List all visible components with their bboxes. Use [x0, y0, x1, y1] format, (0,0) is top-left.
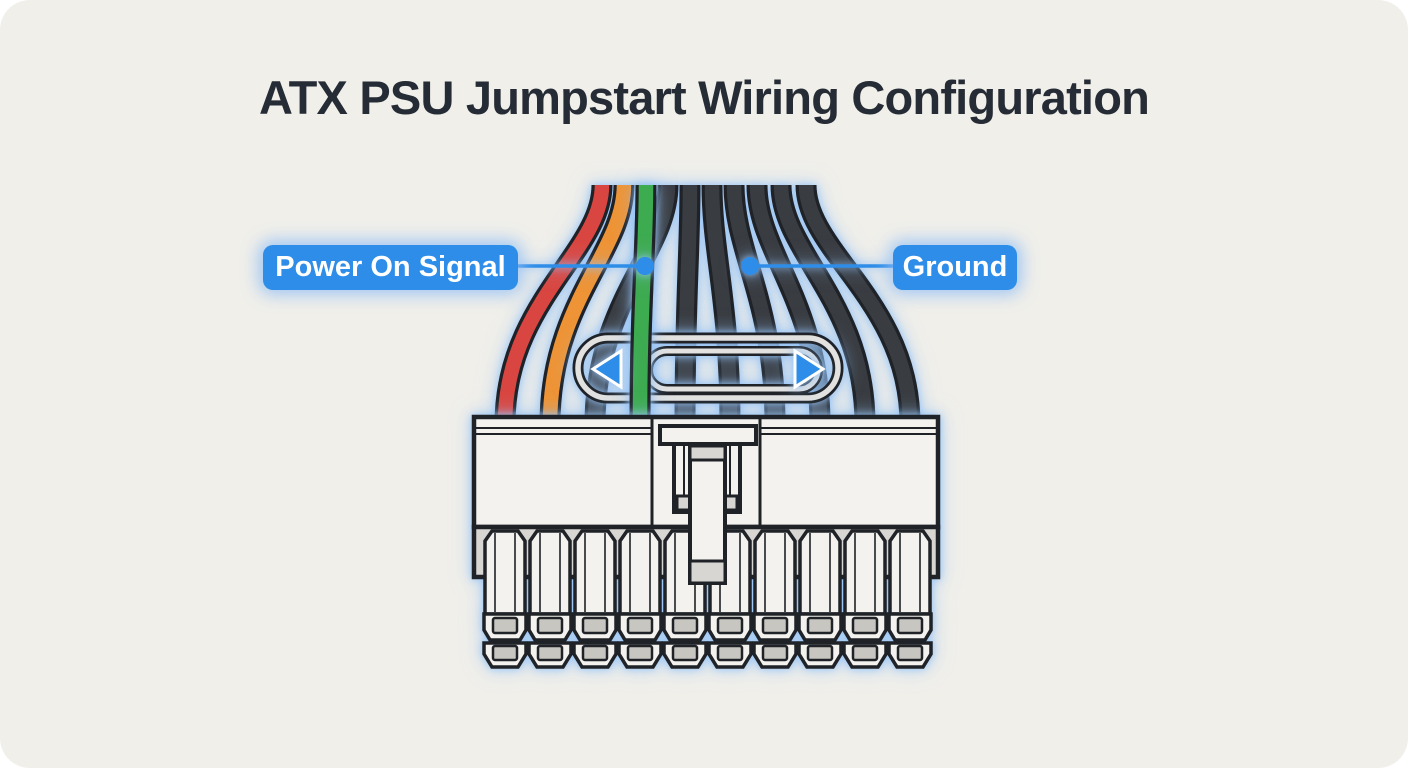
- pin-tooth-9: [842, 529, 888, 669]
- connector-top-ridges: [474, 427, 938, 435]
- left-arrow-icon: [590, 348, 623, 390]
- pin-tooth-1: [482, 529, 528, 669]
- latch-tab-tip: [688, 559, 727, 585]
- wire-black-1: [587, 184, 676, 425]
- wire-red: [497, 184, 610, 425]
- pin-tooth-8: [797, 529, 843, 669]
- callout-leaders: [516, 257, 895, 275]
- atx-connector: [471, 414, 941, 669]
- paperclip-outer-loop-metal: [575, 335, 841, 401]
- connector-latch: [658, 424, 758, 585]
- pin-tooth-7: [752, 529, 798, 669]
- power-on-signal-callout: Power On Signal: [263, 245, 518, 290]
- right-arrow-icon: [793, 348, 826, 390]
- pin-tooth-4: [617, 529, 663, 669]
- paperclip-arrows: [590, 348, 826, 390]
- latch-top-bar: [658, 424, 758, 446]
- wire-green-power-on: [632, 184, 654, 425]
- connector-section-dividers: [650, 417, 762, 527]
- wire-orange: [542, 184, 632, 425]
- ground-dot: [741, 257, 759, 275]
- latch-tab-top: [688, 444, 727, 462]
- power-on-dot: [636, 257, 654, 275]
- wire-black-2: [677, 184, 698, 425]
- wire-black-4: [726, 184, 783, 425]
- pin-tooth-10: [887, 529, 933, 669]
- wire-black-3: [704, 184, 738, 425]
- pin-tooth-2: [527, 529, 573, 669]
- ground-callout: Ground: [893, 245, 1017, 290]
- wire-black-6: [773, 184, 873, 425]
- pin-tooth-3: [572, 529, 618, 669]
- green-wire-overlay: [629, 184, 657, 425]
- wire-black-7: [798, 184, 918, 425]
- page-title: ATX PSU Jumpstart Wiring Configuration: [258, 71, 1150, 124]
